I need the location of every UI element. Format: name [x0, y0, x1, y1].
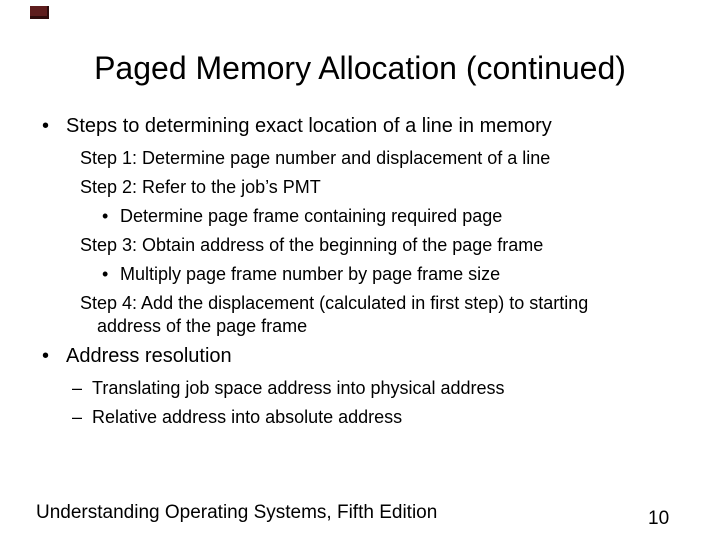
footer-book-title: Understanding Operating Systems, Fifth E…	[36, 502, 438, 523]
bullet-marker: •	[42, 345, 50, 367]
step-text: Step 1: Determine page number and displa…	[80, 148, 551, 168]
bullet-text: Address resolution	[66, 345, 232, 367]
sub-bullet-text: Determine page frame containing required…	[120, 206, 503, 226]
bullet-marker: •	[42, 115, 50, 137]
page-number: 10	[648, 508, 670, 529]
step-text: Step 2: Refer to the job’s PMT	[80, 177, 321, 197]
corner-accent-decoration	[30, 6, 49, 19]
step-text: address of the page frame	[97, 316, 308, 336]
step-text: Step 3: Obtain address of the beginning …	[80, 235, 544, 255]
dash-text: Relative address into absolute address	[92, 407, 403, 427]
step-text: Step 4: Add the displacement (calculated…	[80, 293, 589, 313]
slide-title: Paged Memory Allocation (continued)	[94, 50, 626, 86]
bullet-marker: •	[102, 264, 109, 284]
bullet-text: Steps to determining exact location of a…	[66, 115, 552, 137]
bullet-marker: •	[102, 206, 109, 226]
sub-bullet-text: Multiply page frame number by page frame…	[120, 264, 501, 284]
dash-marker: –	[72, 378, 83, 398]
dash-marker: –	[72, 407, 83, 427]
dash-text: Translating job space address into physi…	[92, 378, 505, 398]
